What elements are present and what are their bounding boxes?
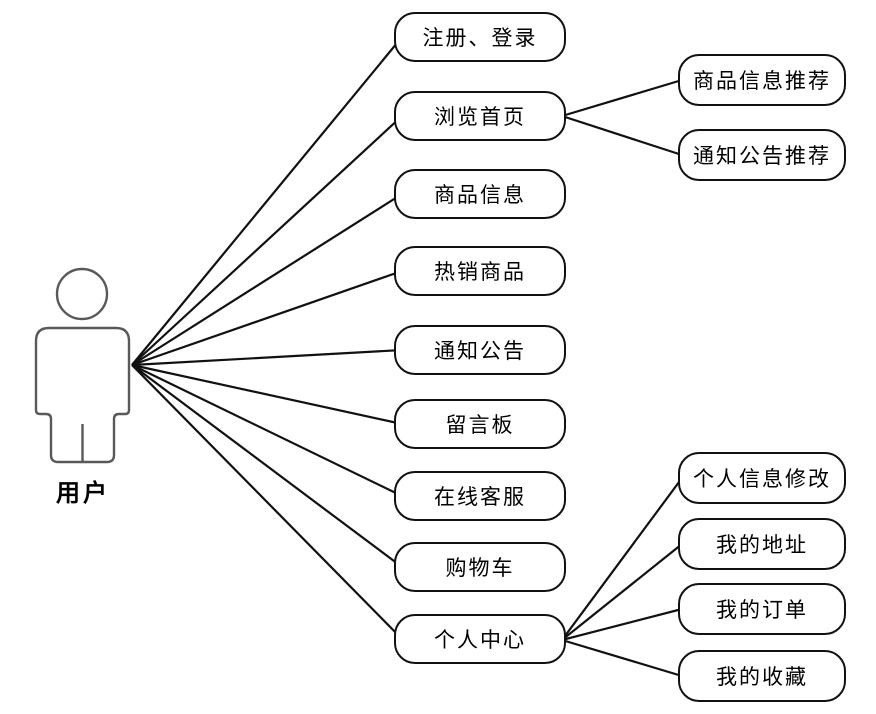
usecase-notice-recommend: 通知公告推荐: [678, 129, 846, 181]
actor-label: 用户: [56, 480, 110, 507]
personal-center-connector-lines: [561, 477, 683, 678]
usecase-my-favorites: 我的收藏: [678, 650, 846, 702]
usecase-shopping-cart: 购物车: [394, 542, 566, 592]
actor-head: [55, 267, 109, 321]
usecase-notices: 通知公告: [394, 325, 566, 375]
actor-body: [34, 326, 131, 464]
usecase-browse-home: 浏览首页: [394, 91, 566, 141]
edge-personal-profile-edit: [561, 477, 683, 641]
edge-browse-notice-recommend: [561, 114, 683, 157]
usecase-personal-center: 个人中心: [394, 614, 566, 664]
usecase-product-info: 商品信息: [394, 169, 566, 219]
edge-user-browse-home: [131, 115, 403, 366]
edge-user-register-login: [131, 36, 403, 366]
usecase-my-orders: 我的订单: [678, 583, 846, 635]
edge-personal-my-orders: [561, 607, 683, 642]
usecase-message-board: 留言板: [394, 399, 566, 449]
edge-user-product-info: [131, 193, 403, 366]
browse-home-connector-lines: [561, 78, 683, 157]
usecase-register-login: 注册、登录: [394, 12, 566, 62]
usecase-hot-products: 热销商品: [394, 246, 566, 296]
usecase-profile-edit: 个人信息修改: [678, 452, 846, 504]
edge-user-shopping-cart: [131, 364, 403, 568]
edge-user-message-board: [131, 363, 403, 426]
user-actor-icon: [34, 267, 131, 464]
edge-user-hot-products: [131, 269, 403, 367]
usecase-my-address: 我的地址: [678, 518, 846, 570]
usecase-product-info-recommend: 商品信息推荐: [678, 54, 846, 106]
actor-connector-lines: [131, 36, 403, 640]
edge-browse-product-recommend: [561, 78, 683, 118]
edge-user-personal-center: [131, 364, 403, 640]
edge-personal-my-favorites: [561, 638, 683, 678]
usecase-online-service: 在线客服: [394, 471, 566, 521]
edge-user-online-service: [131, 364, 403, 497]
edge-personal-my-address: [561, 543, 683, 641]
edge-user-notices: [131, 348, 403, 367]
